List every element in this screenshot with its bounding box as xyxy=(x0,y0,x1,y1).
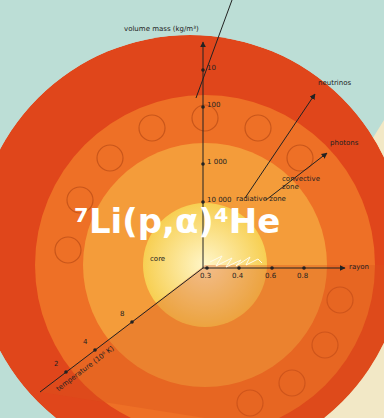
zone-label: convective zone xyxy=(282,176,322,191)
tick-value: 0.8 xyxy=(297,273,308,281)
axis-title: temperature (10⁶ K) xyxy=(55,345,116,393)
ray-label: neutrinos xyxy=(318,80,351,88)
ray-label: photons xyxy=(330,140,358,148)
radius-axis xyxy=(203,268,345,269)
axis-ticks xyxy=(64,68,306,374)
axis-title: volume mass (kg/m³) xyxy=(124,26,199,34)
cut-floor xyxy=(40,265,384,418)
tick-value: 0.6 xyxy=(265,273,276,281)
photon-random-walk xyxy=(210,256,262,267)
leader-line xyxy=(196,0,232,98)
tick-value: 2 xyxy=(54,361,58,369)
tick-value: 10 xyxy=(207,65,216,73)
zone-label: radiative zone xyxy=(236,196,286,204)
zone-label: core xyxy=(150,256,165,264)
temperature-axis xyxy=(40,268,203,392)
reaction-label: ⁷Li(p,α)⁴He xyxy=(74,203,280,240)
axis-title: rayon xyxy=(349,264,369,272)
sun-surface xyxy=(0,35,384,418)
tick-value: 1 000 xyxy=(207,159,227,167)
tick-value: 100 xyxy=(207,102,220,110)
photon-arrow xyxy=(266,153,327,200)
tick-value: 0.3 xyxy=(200,273,211,281)
tick-value: 0.4 xyxy=(232,273,243,281)
tick-value: 4 xyxy=(83,339,87,347)
tick-value: 8 xyxy=(120,311,124,319)
